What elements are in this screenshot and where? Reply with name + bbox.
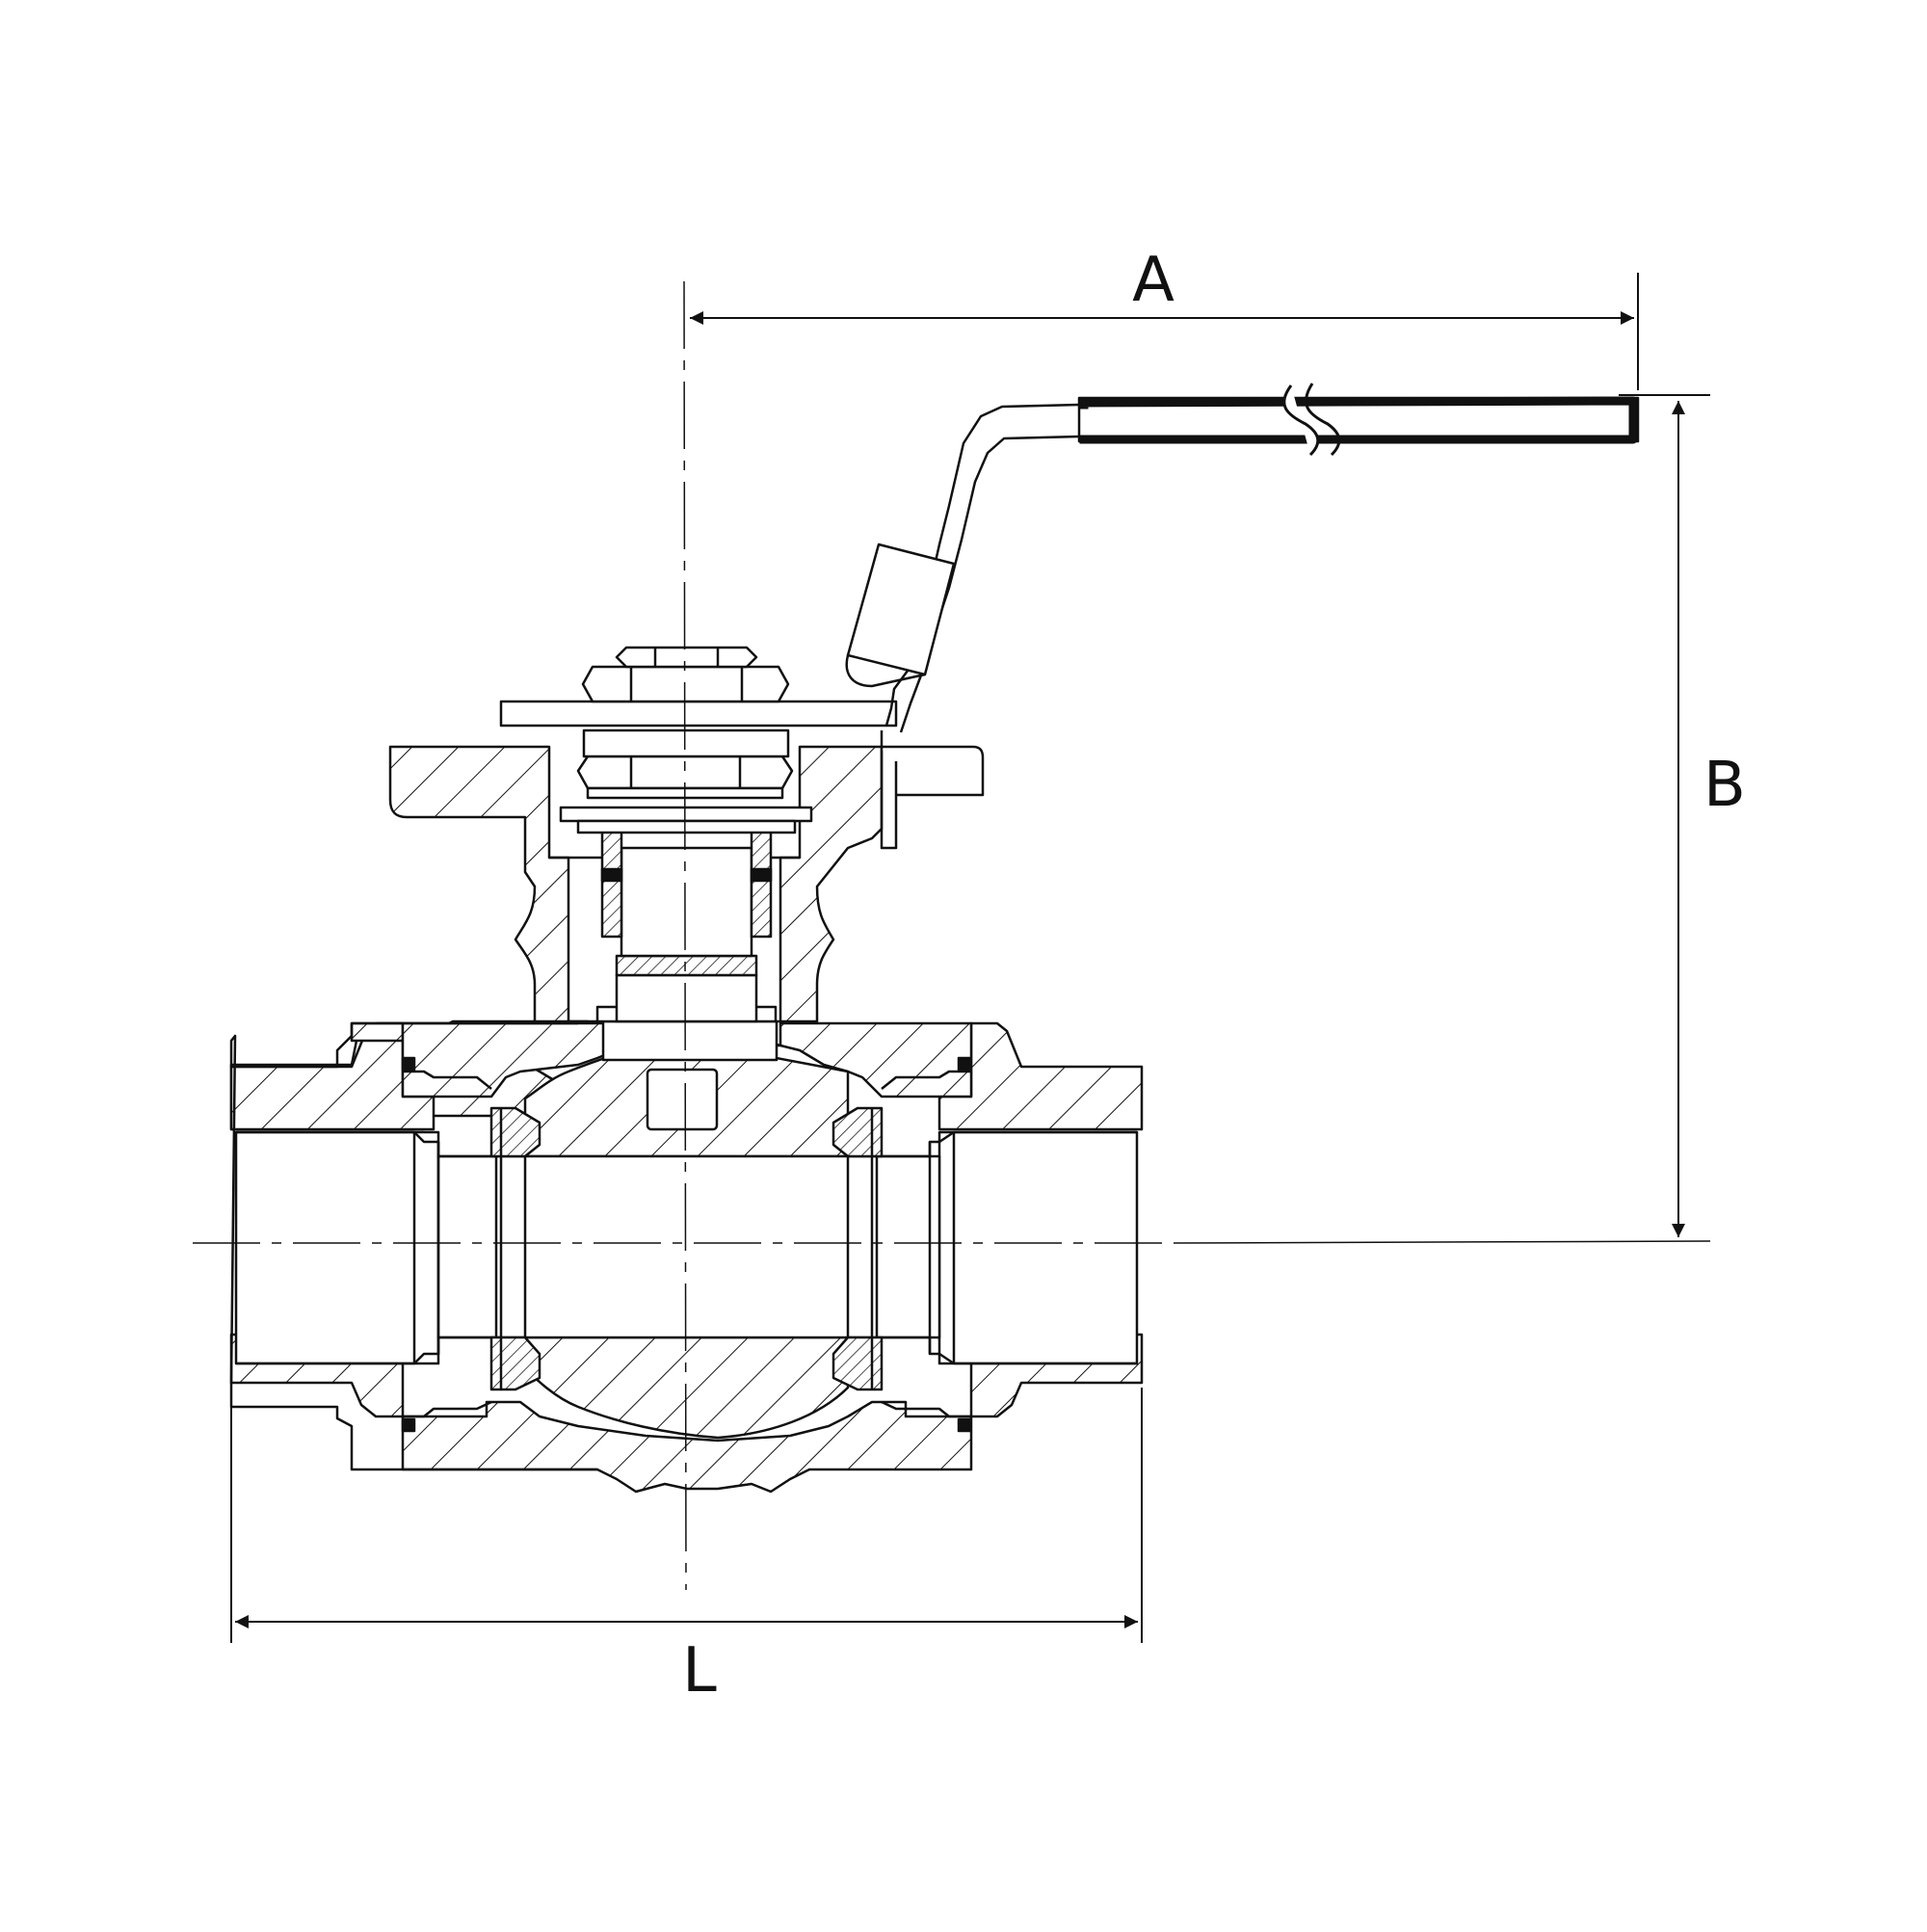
seal-groove-top-right — [881, 1070, 971, 1090]
seal-top-left — [401, 1056, 416, 1072]
stem-oring-right — [750, 867, 773, 883]
bore-left-step — [436, 1154, 498, 1339]
seal-groove-bottom-right — [881, 1400, 971, 1418]
body-top-center — [401, 1021, 973, 1098]
dimension-b-label: B — [1703, 750, 1746, 821]
seal-bottom-right — [957, 1417, 972, 1433]
mounting-pad-left — [388, 745, 570, 1023]
lever-bent-arm — [884, 403, 1080, 727]
lever-grip-sleeve — [846, 543, 956, 676]
left-shoulder-upper — [350, 1021, 405, 1043]
gland-ring — [576, 819, 797, 834]
left-seat-upper — [489, 1106, 541, 1158]
mounting-lug-right — [882, 745, 985, 797]
stem-lower-bushing — [601, 1019, 779, 1062]
upper-nut — [581, 665, 790, 703]
stop-plate — [499, 700, 898, 728]
ball-lower — [523, 1336, 850, 1440]
dimension-a — [690, 273, 1639, 390]
dimension-l — [230, 1388, 1143, 1643]
seal-top-right — [957, 1056, 972, 1072]
lever-grip-end — [845, 654, 926, 688]
stem-shaft — [620, 846, 753, 958]
left-seat-lower — [489, 1336, 541, 1391]
packing-right — [750, 829, 773, 939]
stem-assembly — [499, 646, 898, 1131]
seal-groove-bottom-left — [403, 1400, 492, 1418]
seal-groove-top-left — [403, 1070, 492, 1090]
packing-left — [600, 829, 623, 939]
vertical-axis — [683, 280, 687, 1591]
lever-break-mark — [1282, 384, 1320, 457]
dimension-l-label: L — [682, 1635, 717, 1707]
gland-washer — [559, 806, 813, 823]
top-nut — [615, 646, 758, 669]
mounting-pad-right — [779, 745, 884, 1023]
seal-bottom-left — [401, 1417, 416, 1433]
thrust-washer — [615, 954, 758, 977]
right-seat-upper — [832, 1106, 884, 1158]
stem-shaft-lower — [615, 973, 758, 1023]
stem-oring-left — [600, 867, 623, 883]
lever-stop-tab — [880, 730, 898, 850]
handle-lever — [845, 383, 1640, 850]
bore-outline — [236, 1130, 1137, 1365]
valve-body — [229, 1019, 1144, 1494]
right-seat-lower — [832, 1336, 884, 1391]
center-lines — [193, 280, 1711, 1591]
lever-break-mark-2 — [1305, 383, 1341, 457]
dimension-b — [1619, 394, 1710, 1237]
bore-right — [937, 1130, 1139, 1365]
lever-bent-arm-inner — [899, 435, 1080, 733]
dimension-a-label: A — [1132, 245, 1175, 316]
stem-tip — [646, 1068, 719, 1131]
lever-handle-coating — [1079, 396, 1638, 444]
bore-left — [234, 1130, 440, 1365]
upper-washer — [582, 728, 790, 758]
bore-center — [523, 1154, 850, 1339]
horizontal-axis-extension — [1175, 1240, 1711, 1244]
